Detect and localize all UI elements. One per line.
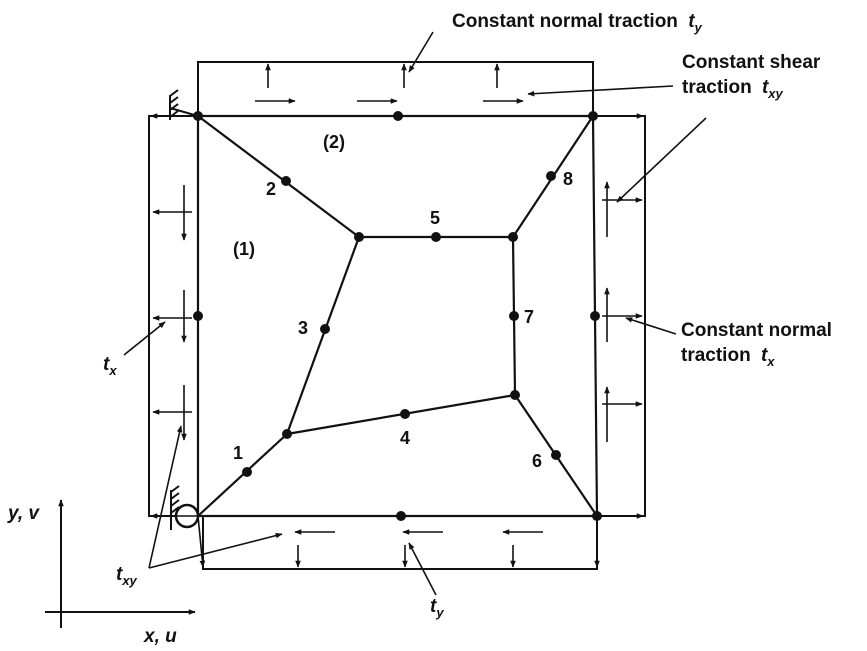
node-corner-top-right [588, 111, 598, 121]
node-label-6: 6 [532, 451, 542, 471]
left-tx-symbol: t [103, 354, 110, 375]
node-right-mid [590, 311, 600, 321]
bottom-ty-subscript: y [435, 605, 444, 620]
node-8 [546, 171, 556, 181]
leader-txy-bottom-a [148, 425, 183, 569]
node-inner-top-left [354, 232, 364, 242]
nodes [193, 111, 602, 521]
node-corner-top-left [193, 111, 203, 121]
normal-tx-title-line1: Constant normal [681, 320, 832, 341]
edge-3 [285, 236, 361, 435]
node-label-4: 4 [400, 428, 410, 448]
axis-y-label: y, v [7, 503, 40, 524]
node-inner-bottom-right [510, 390, 520, 400]
top-traction-envelope [197, 61, 594, 116]
left-tx-subscript: x [108, 363, 117, 378]
leader-ty-top [408, 31, 434, 73]
node-left-mid [193, 311, 203, 321]
traction-arrows [150, 63, 644, 568]
traction-labels: Constant normal traction ty Constant she… [7, 11, 832, 647]
shear-title-line2: traction txy [682, 77, 784, 101]
normal-ty-subscript: y [694, 20, 703, 35]
bottom-ty-symbol: t [430, 596, 437, 617]
node-label-5: 5 [430, 208, 440, 228]
leader-txy-top [527, 85, 674, 97]
node-label-8: 8 [563, 169, 573, 189]
leader-tx-right [625, 317, 677, 335]
normal-tx-subscript: x [766, 354, 775, 369]
normal-tx-title-line2: traction tx [681, 345, 775, 369]
node-label-2: 2 [266, 179, 276, 199]
normal-ty-symbol: t [688, 11, 695, 32]
element-label-1: (1) [233, 239, 255, 259]
node-label-3: 3 [298, 318, 308, 338]
node-6 [551, 450, 561, 460]
shear-subscript: xy [767, 86, 783, 101]
bottom-traction-envelope [202, 516, 598, 570]
label-leaders [123, 31, 707, 596]
node-bottom-mid [396, 511, 406, 521]
leader-ty-bottom [408, 542, 437, 596]
edge-1-corner [197, 433, 288, 517]
normal-ty-label: Constant normal traction ty [452, 11, 703, 35]
node-4 [400, 409, 410, 419]
node-numbers: 1 2 3 4 5 6 7 8 (1) (2) [233, 132, 573, 471]
normal-tx-title-line2-text: traction [681, 345, 751, 366]
shear-title-line1: Constant shear [682, 52, 821, 73]
leader-txy-bottom-b [148, 532, 283, 569]
shear-symbol: t [762, 77, 769, 98]
node-1 [242, 467, 252, 477]
node-7 [509, 311, 519, 321]
node-3 [320, 324, 330, 334]
node-inner-top-right [508, 232, 518, 242]
bottom-ty-label: ty [430, 596, 444, 620]
leader-tx-left [123, 321, 166, 356]
node-label-7: 7 [524, 307, 534, 327]
element-label-2: (2) [323, 132, 345, 152]
normal-tx-symbol: t [761, 345, 768, 366]
node-2 [281, 176, 291, 186]
axis-x-label: x, u [143, 626, 177, 647]
node-inner-bottom-left [282, 429, 292, 439]
shear-title-line2-text: traction [682, 77, 752, 98]
node-5 [431, 232, 441, 242]
leader-txy-right [616, 117, 707, 203]
bottom-txy-label: txy [116, 564, 138, 588]
edge-2-corner [197, 115, 360, 238]
support-hatching [169, 89, 180, 530]
coordinate-axes [45, 499, 196, 628]
node-corner-bottom-right [592, 511, 602, 521]
bottom-txy-subscript: xy [121, 573, 137, 588]
bottom-txy-symbol: t [116, 564, 123, 585]
node-label-1: 1 [233, 443, 243, 463]
node-top-mid [393, 111, 403, 121]
left-tx-label: tx [103, 354, 117, 378]
normal-ty-title: Constant normal traction [452, 11, 678, 32]
